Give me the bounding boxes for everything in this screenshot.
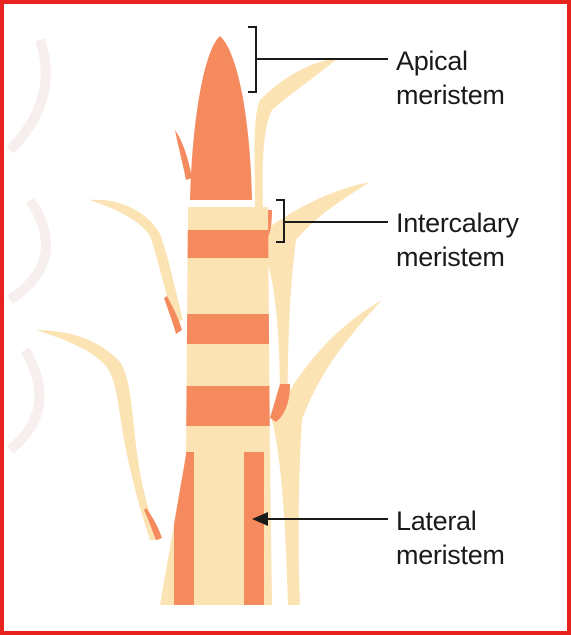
lateral-strip-right xyxy=(244,452,264,612)
lateral-label-line1: Lateral xyxy=(396,504,505,538)
leaf-lower-left xyxy=(36,330,160,540)
intercalary-band-2 xyxy=(150,314,280,344)
intercalary-meristem-label: Intercalary meristem xyxy=(396,206,519,274)
apical-meristem-tip xyxy=(190,36,252,200)
lateral-meristem-label: Lateral meristem xyxy=(396,504,505,572)
intercalary-band-1 xyxy=(150,230,280,258)
intercalary-label-line2: meristem xyxy=(396,240,519,274)
intercalary-band-3 xyxy=(150,386,280,426)
apical-label-line1: Apical xyxy=(396,44,505,78)
lateral-label-line2: meristem xyxy=(396,538,505,572)
apical-meristem-label: Apical meristem xyxy=(396,44,505,112)
apical-label-line2: meristem xyxy=(396,78,505,112)
lateral-strip-left xyxy=(174,452,194,612)
leaf-lower-right xyxy=(272,300,382,605)
leaf-top-right xyxy=(254,58,338,210)
apical-bracket xyxy=(248,27,256,92)
intercalary-label-line1: Intercalary xyxy=(396,206,519,240)
background-watermark xyxy=(10,40,46,450)
leaf-tip-orange-1 xyxy=(175,130,192,180)
stem xyxy=(150,200,280,612)
